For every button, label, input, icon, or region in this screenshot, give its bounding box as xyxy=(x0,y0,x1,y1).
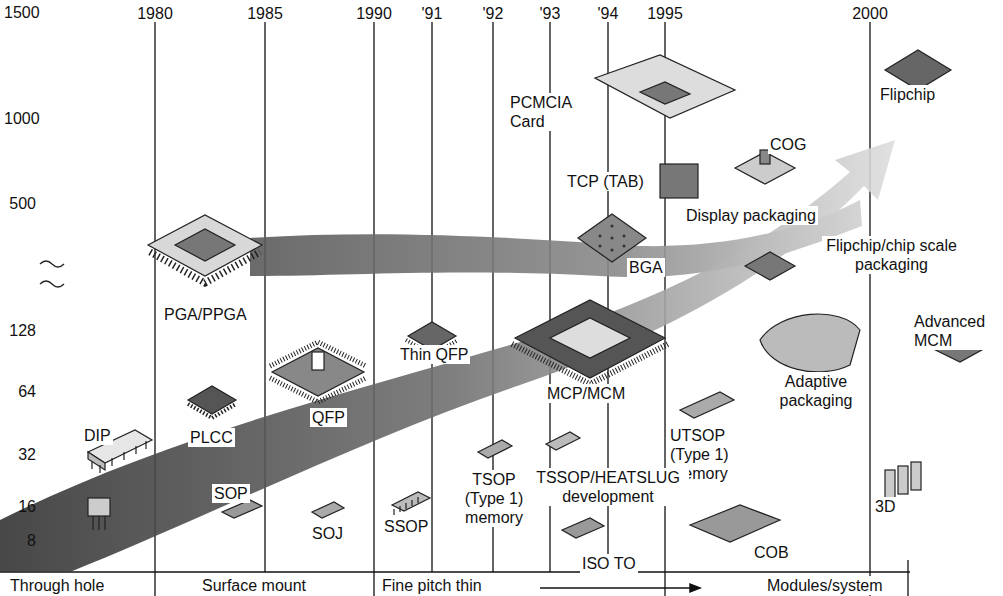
package-label: SSOP xyxy=(382,517,430,536)
package-label: PCMCIA Card xyxy=(508,93,584,131)
package-label: Flipchip/chip scale packaging xyxy=(822,236,961,274)
era-label: Surface mount xyxy=(200,576,308,595)
axis-value: 1500 xyxy=(2,3,42,22)
package-label: COB xyxy=(752,543,791,562)
year-label: 2000 xyxy=(850,4,890,23)
era-label: Modules/system xyxy=(765,576,885,595)
axis-value: 8 xyxy=(25,531,38,550)
package-label: COG xyxy=(768,135,808,154)
year-label: '93 xyxy=(538,4,563,23)
package-label: Flipchip xyxy=(878,85,937,104)
axis-value: 500 xyxy=(7,194,38,213)
package-label: Advanced MCM xyxy=(912,312,1001,350)
package-label: Display packaging xyxy=(684,206,818,225)
package-label: BGA xyxy=(627,258,665,277)
axis-value: 1000 xyxy=(2,109,42,128)
year-label: '91 xyxy=(420,4,445,23)
era-label: Fine pitch thin xyxy=(380,576,484,595)
year-label: 1980 xyxy=(135,4,175,23)
year-label: 1985 xyxy=(245,4,285,23)
axis-value: 16 xyxy=(16,497,38,516)
year-label: '94 xyxy=(596,4,621,23)
year-label: 1995 xyxy=(645,4,685,23)
axis-value: 128 xyxy=(7,321,38,340)
axis-value: 64 xyxy=(16,382,38,401)
package-label: Adaptive packaging xyxy=(770,372,862,410)
package-label: 3D xyxy=(873,497,897,516)
package-label: SOJ xyxy=(310,524,345,543)
package-label: PGA/PPGA xyxy=(162,305,249,324)
package-label: TCP (TAB) xyxy=(565,172,646,191)
year-label: 1990 xyxy=(354,4,394,23)
package-label: SOP xyxy=(212,484,250,503)
package-label: TSSOP/HEATSLUG development xyxy=(527,468,689,506)
package-label: PLCC xyxy=(188,428,235,447)
era-label: Through hole xyxy=(8,576,106,595)
package-label: MCP/MCM xyxy=(545,384,627,403)
package-label: QFP xyxy=(310,408,347,427)
package-label: Thin QFP xyxy=(398,345,470,364)
year-label: '92 xyxy=(481,4,506,23)
package-label: ISO TO xyxy=(580,554,638,573)
package-label: DIP xyxy=(82,426,113,445)
axis-value: 32 xyxy=(16,445,38,464)
package-label: TSOP (Type 1) memory xyxy=(457,470,531,527)
